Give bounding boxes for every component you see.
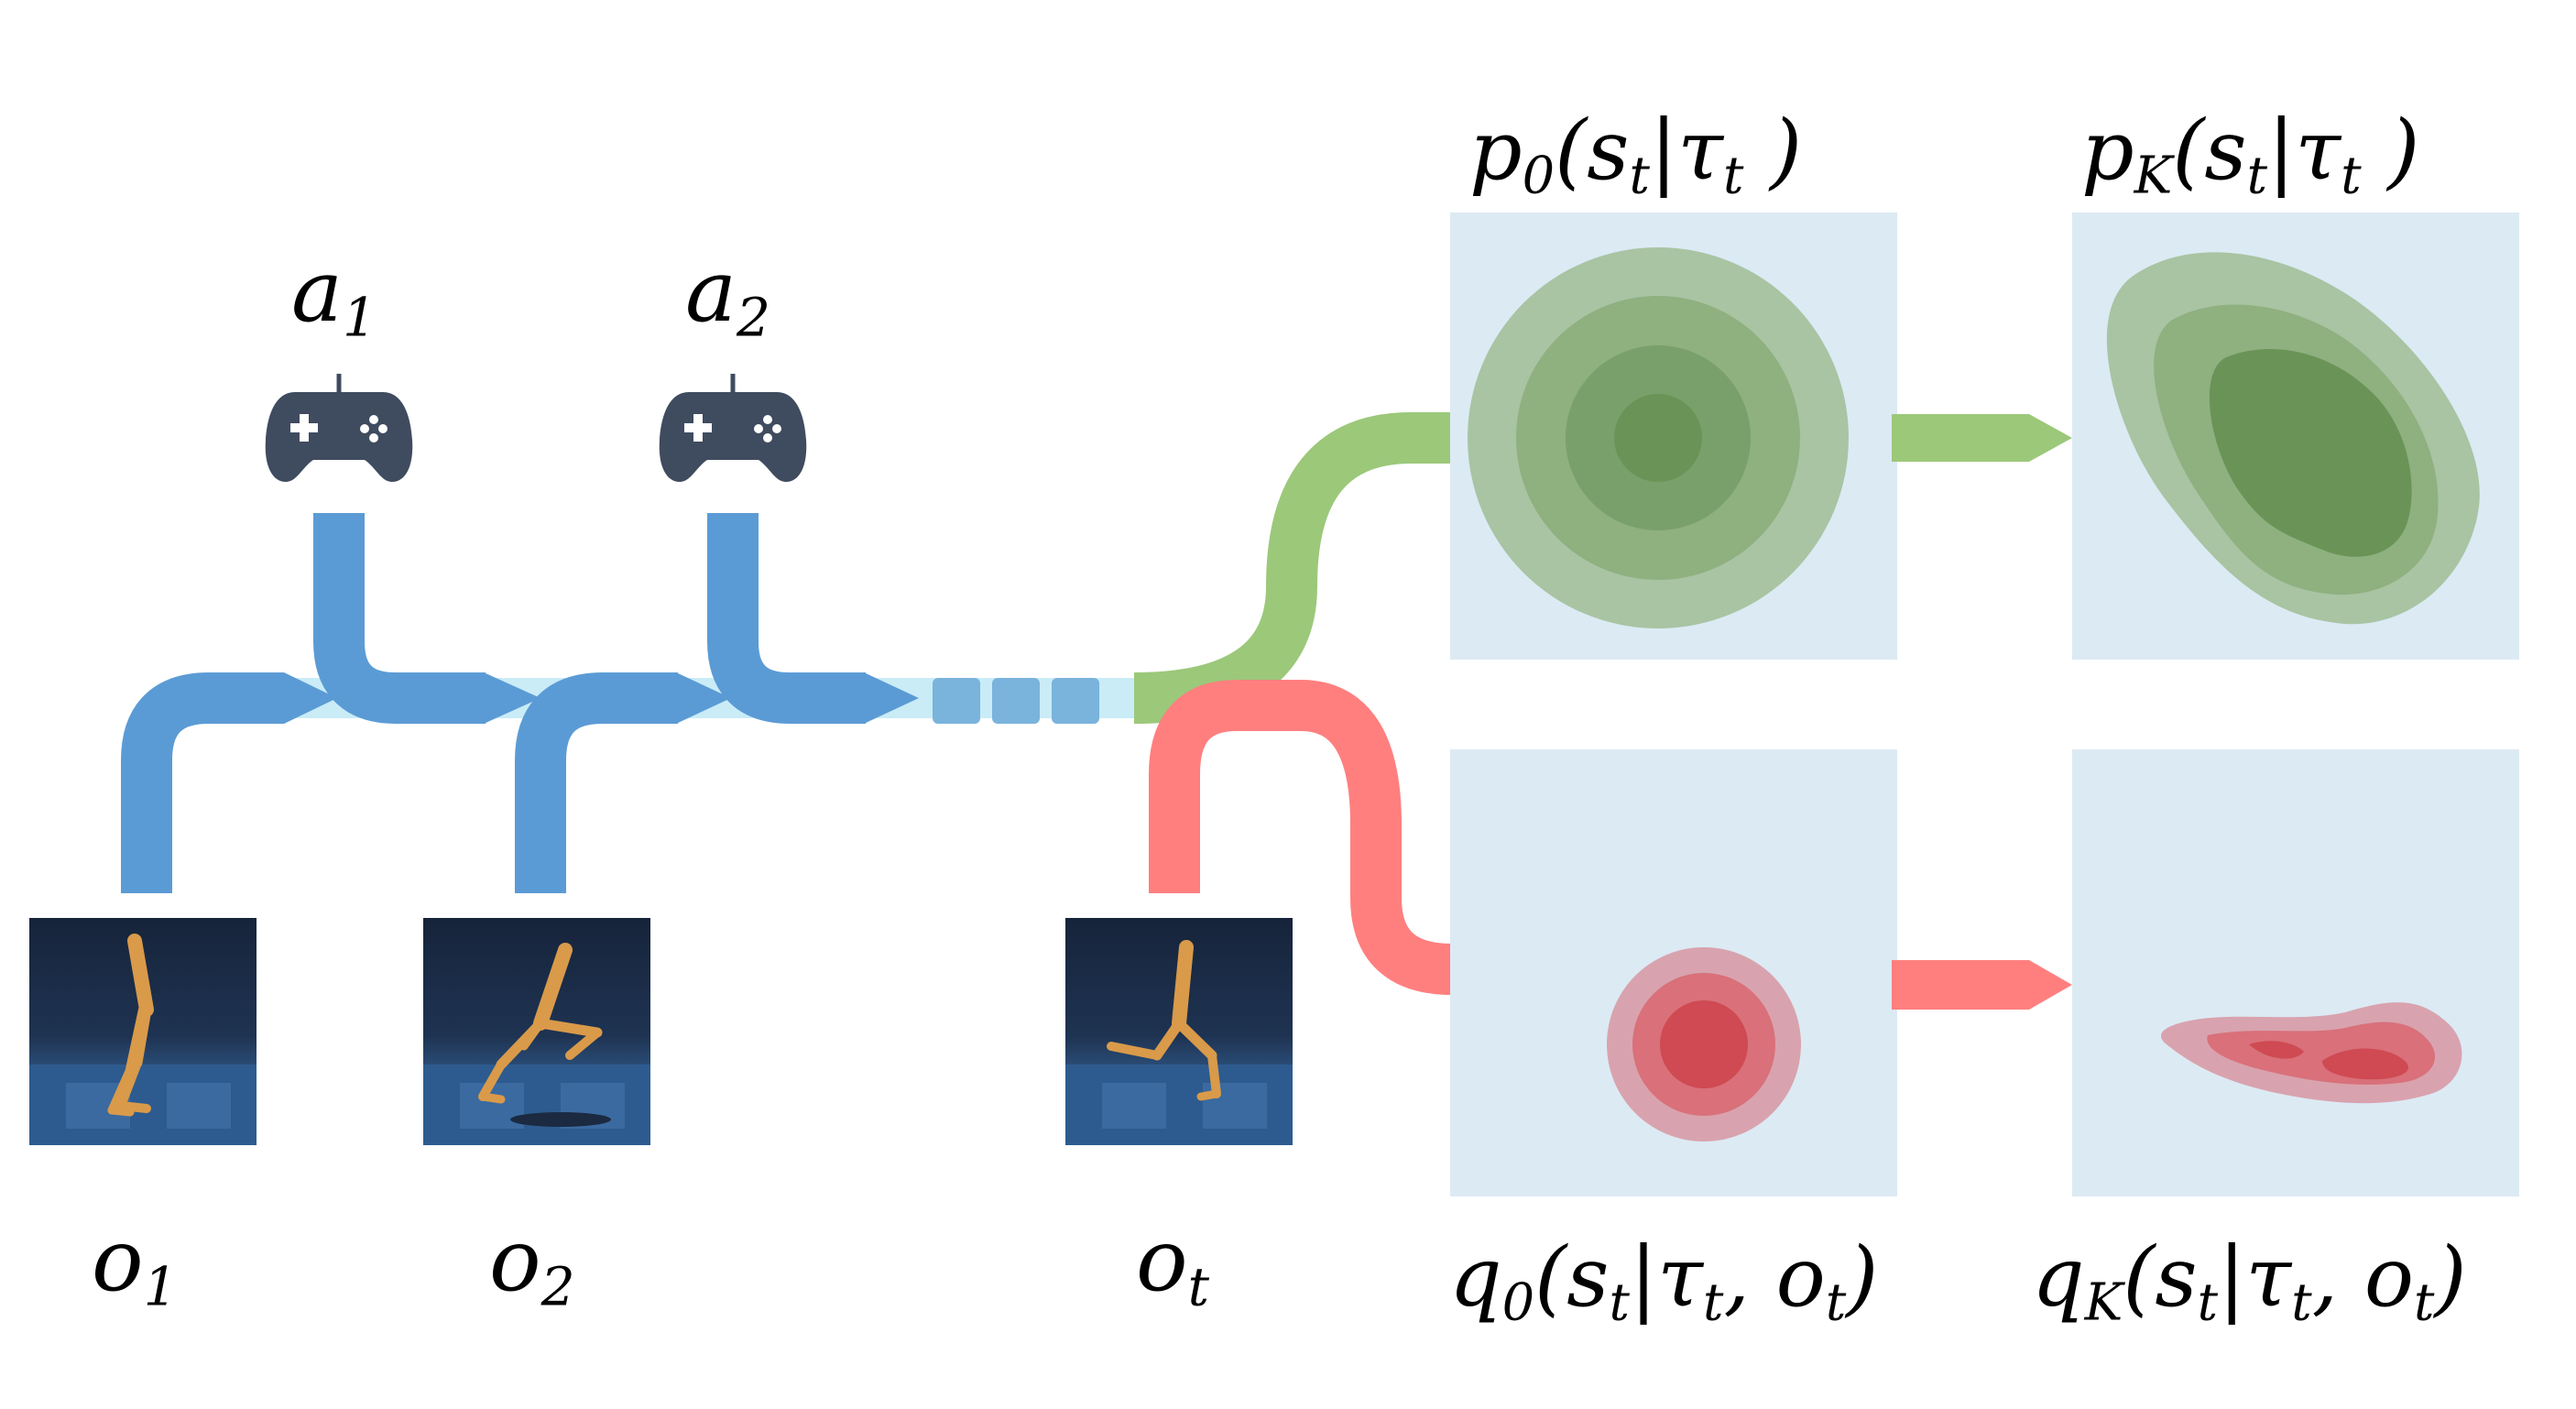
posterior-contour bbox=[1660, 1000, 1748, 1088]
posterior-path bbox=[1149, 680, 1453, 995]
ellipsis-block bbox=[992, 678, 1040, 724]
prior-path bbox=[1133, 412, 1452, 724]
a2-input-path bbox=[707, 513, 866, 724]
prior-contour bbox=[1614, 394, 1702, 482]
observation-label-2: o2 bbox=[489, 1211, 575, 1318]
observation-label-t: ot bbox=[1136, 1211, 1210, 1318]
observation-frame-1 bbox=[29, 918, 257, 1145]
gamepad-icon bbox=[265, 374, 413, 482]
observation-label-1: o1 bbox=[92, 1211, 178, 1318]
o2-input-path bbox=[515, 672, 678, 893]
posterior-contour bbox=[2249, 1041, 2304, 1059]
posterior-initial-label: q0(st|τt, ot) bbox=[1449, 1229, 1879, 1333]
action-label-2: a2 bbox=[685, 242, 771, 349]
step4-arrow-head bbox=[864, 672, 919, 724]
posterior-final-panel bbox=[2072, 749, 2519, 1196]
observation-frame-t bbox=[1065, 918, 1293, 1145]
gamepad-icon bbox=[659, 374, 807, 482]
step1-arrow-head bbox=[284, 672, 337, 724]
ellipsis-block bbox=[1052, 678, 1099, 724]
o1-input-path bbox=[121, 672, 284, 893]
step2-arrow-head bbox=[484, 672, 540, 724]
action-label-1: a1 bbox=[291, 242, 377, 349]
prior-refine-arrow bbox=[1892, 414, 2072, 462]
prior-final-label: pK(st|τt ) bbox=[2081, 103, 2420, 206]
posterior-final-label: qK(st|τt, ot) bbox=[2032, 1229, 2467, 1333]
a1-input-path bbox=[313, 513, 486, 724]
posterior-refine-arrow bbox=[1892, 960, 2072, 1010]
observation-frame-2 bbox=[423, 918, 650, 1145]
prior-contour bbox=[2209, 349, 2412, 557]
prior-initial-label: p0(st|τt ) bbox=[1469, 103, 1803, 206]
step3-arrow-head bbox=[676, 672, 731, 724]
ellipsis-block bbox=[933, 678, 980, 724]
posterior-contour bbox=[2322, 1048, 2408, 1080]
